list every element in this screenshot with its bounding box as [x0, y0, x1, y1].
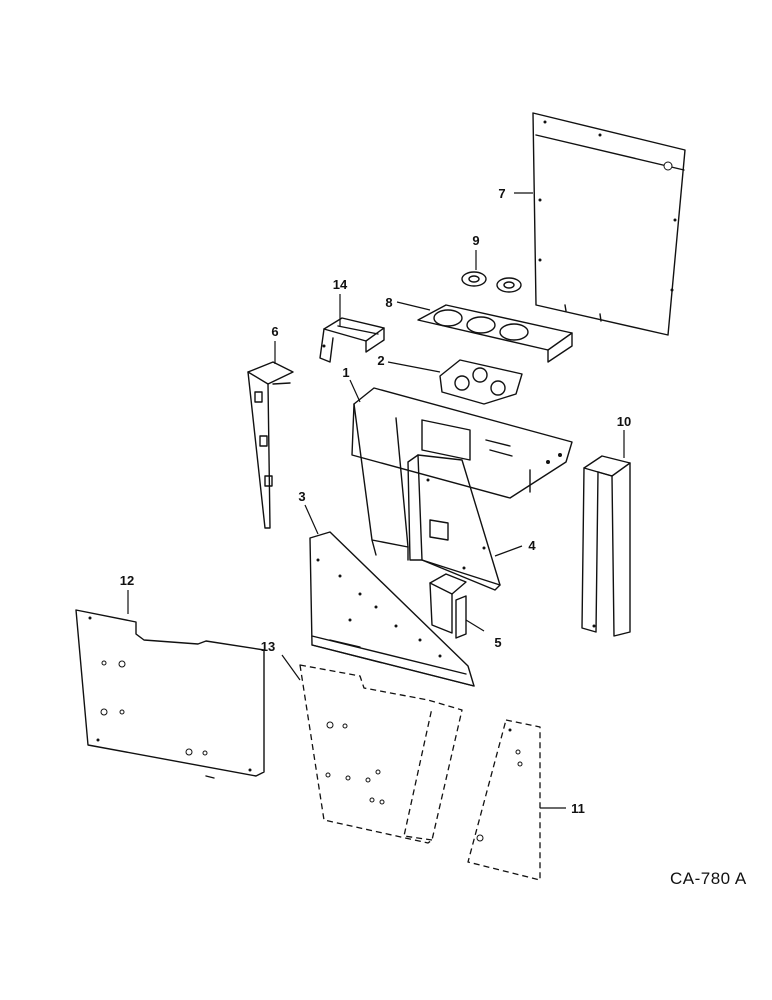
callout-3: 3: [298, 489, 305, 504]
leader-lines: [127, 192, 625, 809]
callout-1: 1: [342, 365, 349, 380]
callout-14: 14: [333, 277, 348, 292]
part-1-main-frame[interactable]: [351, 387, 573, 561]
part-8-gauge-panel[interactable]: [417, 304, 573, 363]
part-6-side-bracket[interactable]: [247, 361, 294, 529]
callout-13: 13: [261, 639, 275, 654]
callout-12: 12: [120, 573, 134, 588]
part-2-gauge-plate[interactable]: [439, 359, 523, 405]
callout-9: 9: [472, 233, 479, 248]
part-5-small-bracket[interactable]: [429, 573, 467, 639]
callout-10: 10: [617, 414, 631, 429]
callout-6: 6: [271, 324, 278, 339]
part-14-bracket[interactable]: [319, 317, 385, 363]
callout-2: 2: [377, 353, 384, 368]
part-4-right-gusset[interactable]: [407, 454, 501, 591]
callout-5: 5: [494, 635, 501, 650]
drawing-code: CA-780 A: [670, 869, 747, 888]
part-11-right-panel[interactable]: [467, 719, 541, 881]
part-3-left-gusset[interactable]: [309, 531, 475, 687]
part-7-rear-panel[interactable]: [532, 112, 686, 336]
part-12-left-panel[interactable]: [75, 609, 265, 779]
callout-11: 11: [571, 801, 585, 816]
part-13-lower-panel[interactable]: [299, 664, 463, 844]
callout-4: 4: [528, 538, 536, 553]
part-9-gauge-retainers[interactable]: [461, 271, 522, 293]
callout-7: 7: [498, 186, 505, 201]
part-10-right-upright[interactable]: [581, 455, 631, 637]
callout-8: 8: [385, 295, 392, 310]
